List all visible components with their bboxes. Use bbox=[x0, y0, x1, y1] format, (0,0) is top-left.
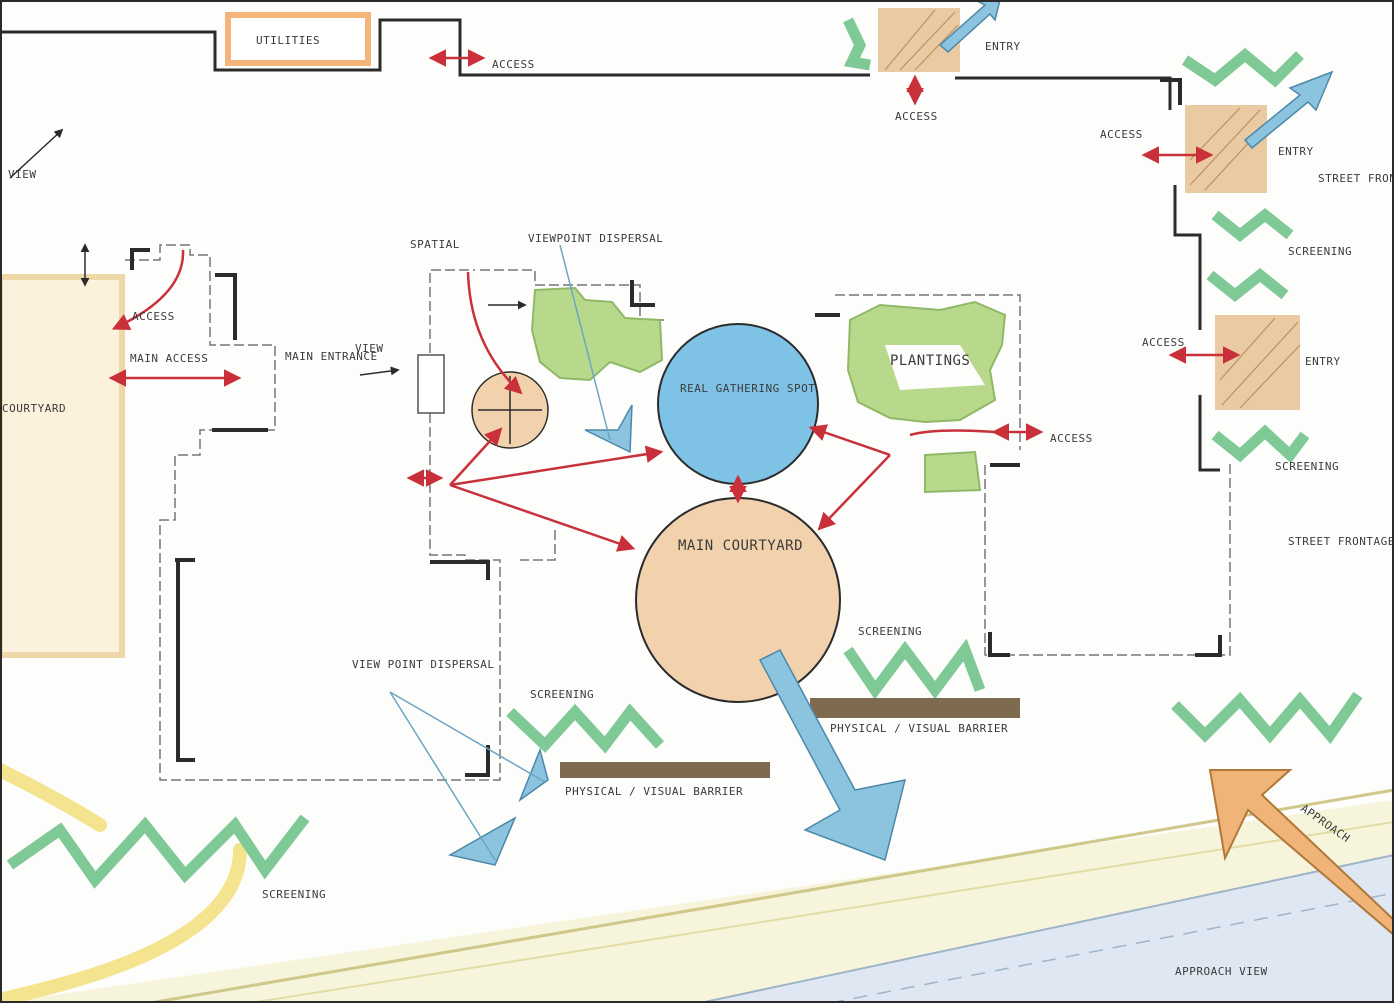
label-street-frontage-2: STREET FRONTAGE bbox=[1288, 535, 1394, 548]
label-access-east: ACCESS bbox=[1050, 432, 1093, 445]
pointer-arrows bbox=[9, 128, 527, 376]
view-sightlines bbox=[389, 244, 611, 861]
view-arrows bbox=[447, 0, 1334, 866]
plantings-inner bbox=[885, 345, 985, 390]
label-spatial: SPATIAL bbox=[410, 238, 460, 251]
label-plantings: PLANTINGS bbox=[890, 353, 970, 369]
label-access-left: ACCESS bbox=[132, 310, 175, 323]
label-view-entrance: VIEW bbox=[355, 342, 384, 355]
yellow-path bbox=[0, 763, 247, 1003]
label-main-access: MAIN ACCESS bbox=[130, 352, 208, 365]
label-gathering-spot: REAL GATHERING SPOT bbox=[680, 382, 815, 395]
label-access-top: ACCESS bbox=[492, 58, 535, 71]
road-band bbox=[0, 788, 1394, 1003]
label-screening-right-2: SCREENING bbox=[1275, 460, 1339, 473]
utilities-box bbox=[225, 12, 371, 66]
label-access-right-lower: ACCESS bbox=[1142, 336, 1185, 349]
label-courtyard-left: COURTYARD bbox=[2, 402, 66, 415]
label-utilities: UTILITIES bbox=[256, 34, 320, 47]
label-street-frontage: STREET FRONTAGE bbox=[1318, 172, 1394, 185]
label-main-courtyard: MAIN COURTYARD bbox=[678, 538, 803, 554]
building-outlines bbox=[125, 244, 1231, 781]
label-access-mid-top: ACCESS bbox=[895, 110, 938, 123]
screening-zigzags bbox=[6, 17, 1363, 889]
label-barrier-2: PHYSICAL / VISUAL BARRIER bbox=[565, 785, 743, 798]
gathering-spot-circle bbox=[657, 323, 819, 485]
approach-arrow bbox=[1208, 769, 1394, 937]
access-arrows bbox=[108, 49, 1241, 552]
label-entry-top: ENTRY bbox=[985, 40, 1021, 53]
label-viewpoint-dispersal: VIEWPOINT DISPERSAL bbox=[528, 232, 663, 245]
label-access-right-upper: ACCESS bbox=[1100, 128, 1143, 141]
barriers bbox=[560, 698, 1020, 778]
label-barrier-1: PHYSICAL / VISUAL BARRIER bbox=[830, 722, 1008, 735]
label-screening-center: SCREENING bbox=[858, 625, 922, 638]
label-view-point-dispersal: VIEW POINT DISPERSAL bbox=[352, 658, 494, 671]
left-courtyard-block bbox=[0, 274, 125, 658]
label-main-entrance: MAIN ENTRANCE bbox=[285, 350, 378, 363]
label-screening-right-1: SCREENING bbox=[1288, 245, 1352, 258]
label-entry-right-lower: ENTRY bbox=[1305, 355, 1341, 368]
label-view: VIEW bbox=[8, 168, 37, 181]
entrance-door bbox=[417, 354, 445, 414]
label-approach-view: APPROACH VIEW bbox=[1175, 965, 1268, 978]
dark-wall-segments bbox=[130, 78, 1222, 777]
label-screening-bottom: SCREENING bbox=[262, 888, 326, 901]
label-screening-left: SCREENING bbox=[530, 688, 594, 701]
main-courtyard-circle bbox=[635, 497, 841, 703]
label-entry-right-upper: ENTRY bbox=[1278, 145, 1314, 158]
